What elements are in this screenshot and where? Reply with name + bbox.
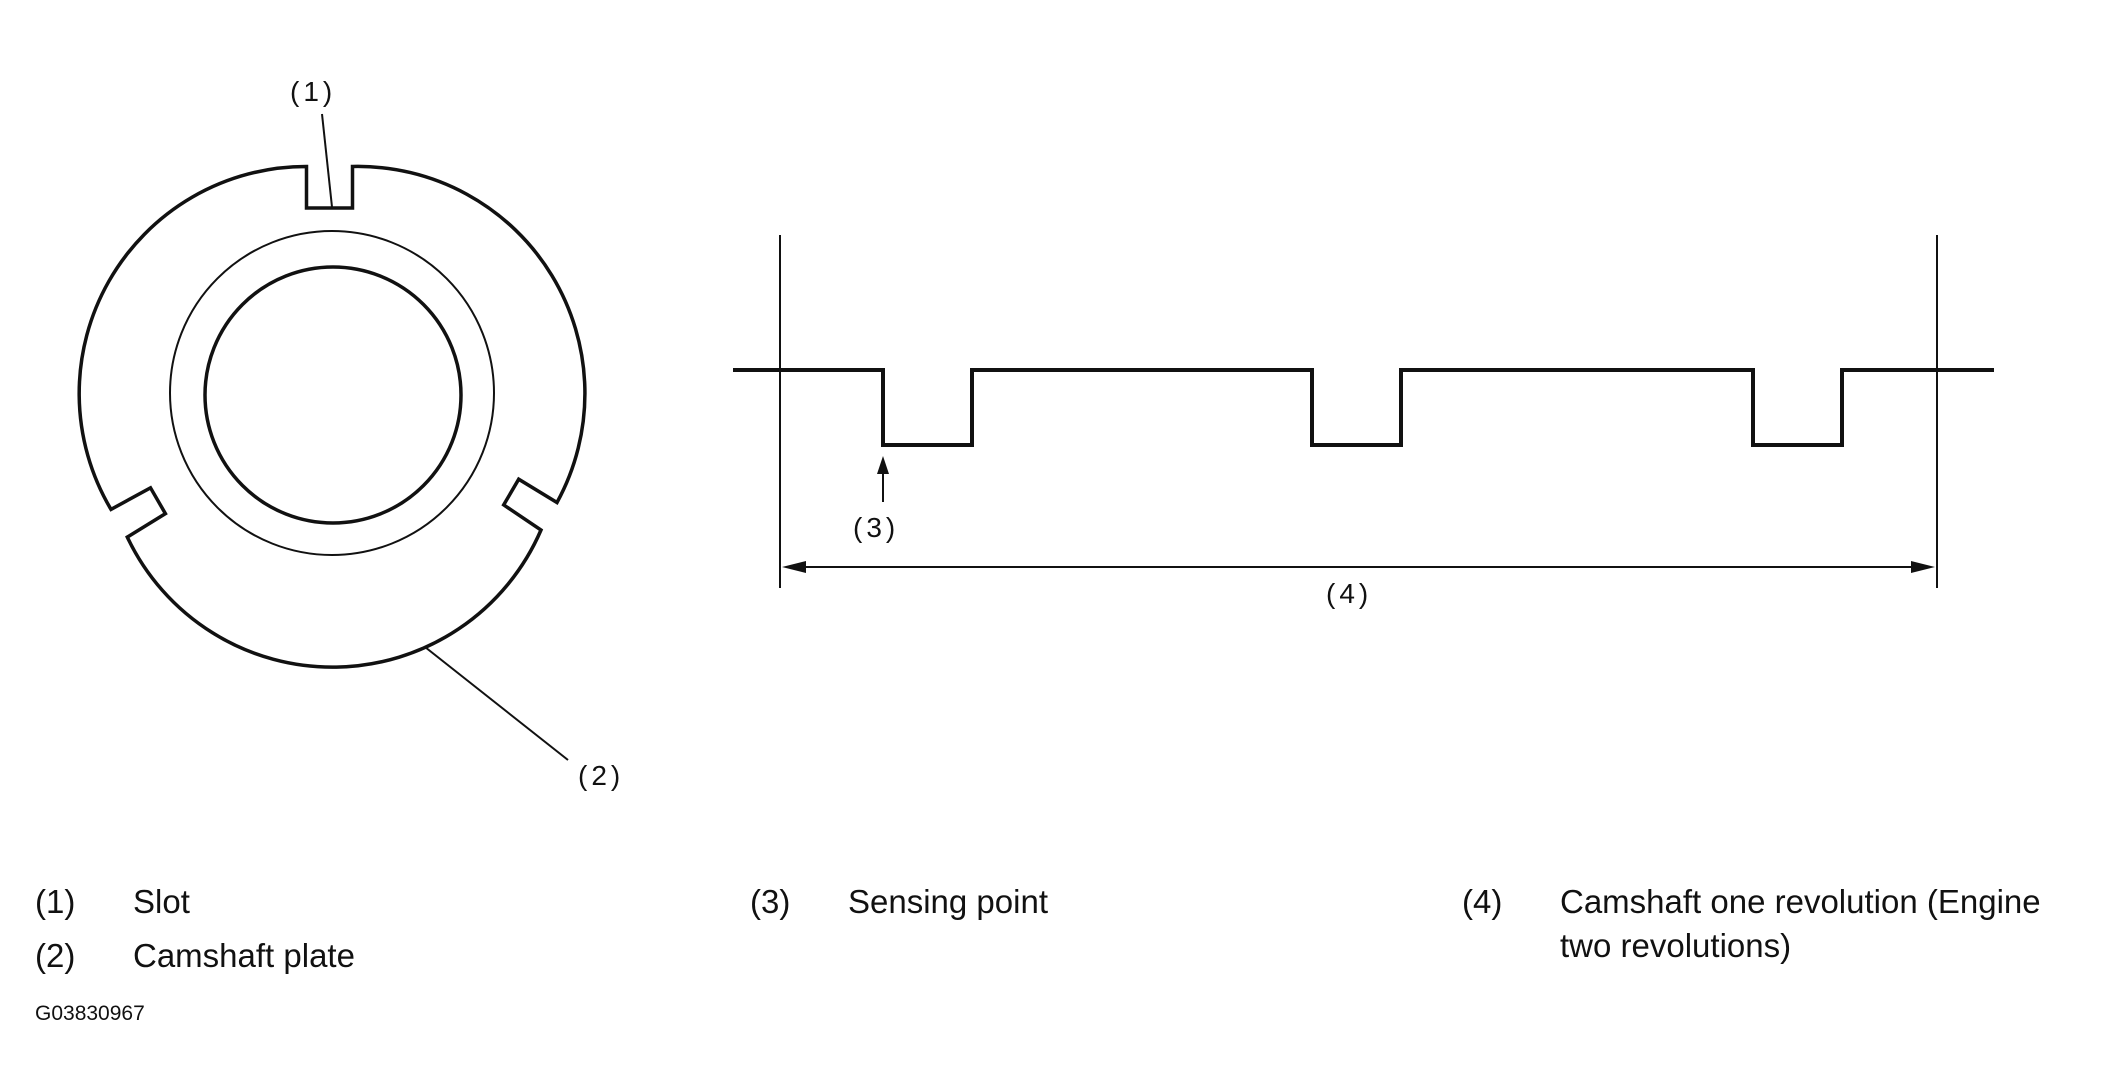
camshaft-plate-callout: (2) [578, 760, 624, 791]
revolution-arrow-right-head [1911, 561, 1935, 573]
legend-number: (3) [750, 883, 791, 920]
legend-number: (2) [35, 937, 76, 974]
sensing-point-callout: (3) [853, 512, 899, 543]
legend-number: (4) [1462, 883, 1503, 920]
camshaft-hub [203, 265, 463, 525]
legend-text: Sensing point [848, 883, 1048, 920]
slot-leader-line [321, 113, 333, 208]
legend-number: (1) [35, 883, 76, 920]
legend-text: Camshaft one revolution (Engine [1560, 883, 2041, 920]
camshaft-plate-outline [77, 164, 587, 669]
sensor-signal-waveform [733, 368, 1994, 447]
figure-code: G03830967 [35, 1002, 145, 1025]
revolution-callout: (4) [1326, 578, 1372, 609]
revolution-arrow-left-head [782, 561, 806, 573]
legend-text: Camshaft plate [133, 937, 355, 974]
legend-text-line2: two revolutions) [1560, 927, 1792, 964]
camshaft-plate-inner-ring [169, 230, 495, 556]
legend-text: Slot [133, 883, 190, 920]
slot-callout: (1) [290, 76, 336, 107]
camshaft-plate-leader-line [424, 646, 569, 761]
sensing-point-arrow-head [877, 456, 889, 474]
